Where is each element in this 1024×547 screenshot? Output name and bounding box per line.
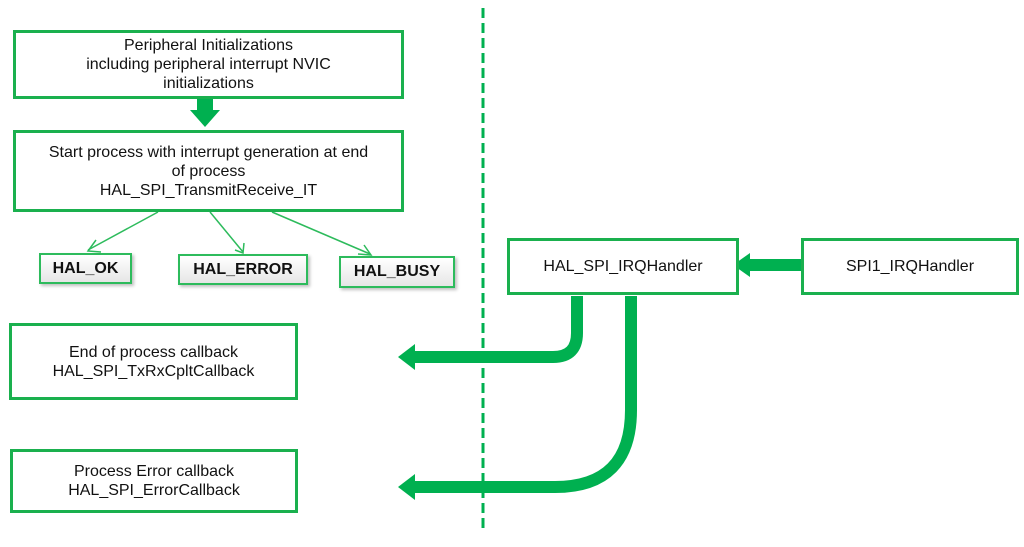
box-process-error-callback: Process Error callback HAL_SPI_ErrorCall… xyxy=(10,449,298,513)
status-hal-ok: HAL_OK xyxy=(39,253,132,284)
box-peripheral-init: Peripheral Initializations including per… xyxy=(13,30,404,99)
status-label: HAL_ERROR xyxy=(193,260,293,278)
arrow-to-hal-busy xyxy=(271,211,371,255)
arrow-irq-to-error-callback xyxy=(398,296,637,500)
text-line: HAL_SPI_ErrorCallback xyxy=(68,482,240,499)
arrow-irq-to-end-callback xyxy=(398,296,583,370)
status-hal-busy: HAL_BUSY xyxy=(339,256,455,288)
status-label: HAL_BUSY xyxy=(353,263,441,280)
box-label: HAL_SPI_IRQHandler xyxy=(543,258,703,275)
arrow-spi1-to-hal-irq xyxy=(733,253,801,277)
text-line: initializations xyxy=(163,75,254,92)
status-hal-error: HAL_ERROR xyxy=(178,254,308,285)
status-arrows xyxy=(86,211,373,256)
arrow-init-to-start xyxy=(190,97,220,127)
box-spi1-irqhandler: SPI1_IRQHandler xyxy=(801,238,1019,295)
box-label: SPI1_IRQHandler xyxy=(845,258,975,275)
text-line: Start process with interrupt generation … xyxy=(48,143,369,161)
arrow-to-hal-ok xyxy=(87,211,159,251)
text-line: including peripheral interrupt NVIC xyxy=(86,56,331,73)
box-end-of-process-callback: End of process callback HAL_SPI_TxRxCplt… xyxy=(9,323,298,400)
text-line: HAL_SPI_TransmitReceive_IT xyxy=(99,181,318,199)
text-line: HAL_SPI_TxRxCpltCallback xyxy=(52,362,255,380)
box-start-process: Start process with interrupt generation … xyxy=(13,130,404,212)
box-hal-spi-irqhandler: HAL_SPI_IRQHandler xyxy=(507,238,739,295)
text-line: Process Error callback xyxy=(73,463,235,480)
text-line: End of process callback xyxy=(69,343,238,361)
text-line: Peripheral Initializations xyxy=(124,37,293,54)
text-line: of process xyxy=(171,162,246,180)
arrow-to-hal-error xyxy=(209,211,244,253)
status-label: HAL_OK xyxy=(52,259,119,277)
